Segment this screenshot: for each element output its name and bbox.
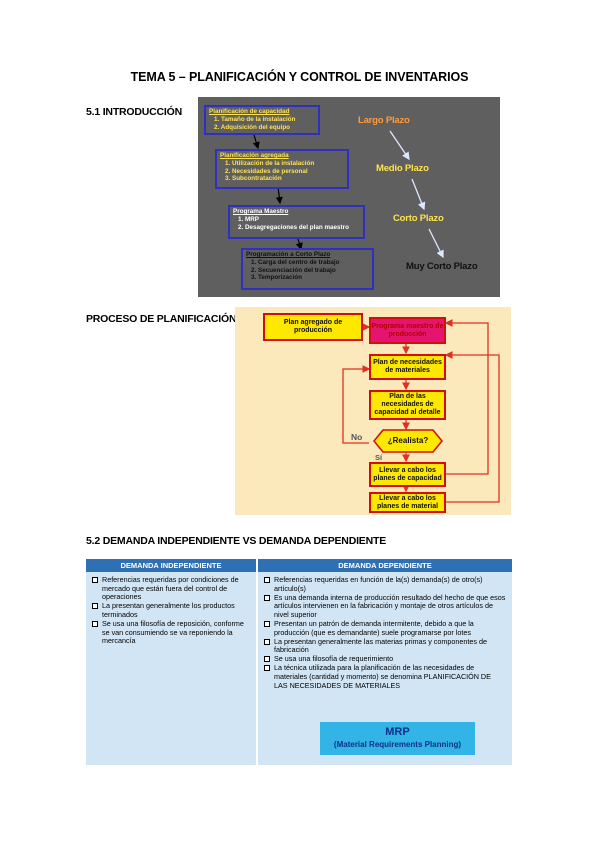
list-item: Es una demanda interna de producción res…	[264, 593, 506, 620]
box4-header: Programación a Corto Plazo	[246, 251, 331, 258]
mrp-subtitle: (Material Requirements Planning)	[333, 740, 462, 749]
checkbox-bullet-icon	[92, 603, 98, 610]
flowchart-arrows	[342, 319, 500, 503]
checkbox-bullet-icon	[92, 577, 98, 583]
list-item: Presentan un patrón de demanda intermite…	[264, 619, 506, 637]
decision-realista: ¿Realista?	[373, 429, 443, 453]
arrow-medio-corto	[411, 178, 426, 211]
box-plan-necesidades-capacidad: Plan de las necesidades de capacidad al …	[369, 390, 446, 420]
checkbox-bullet-icon	[264, 656, 270, 663]
box3-item-1: 1. MRP	[238, 215, 259, 223]
box-plan-agregado: Plan agregado de producción	[263, 313, 363, 341]
box3-header: Programa Maestro	[233, 208, 289, 215]
section-heading-introduccion: 5.1 INTRODUCCIÓN	[86, 106, 182, 118]
horizon-medio-plazo: Medio Plazo	[376, 163, 429, 174]
section-heading-proceso: PROCESO DE PLANIFICACIÓN	[86, 313, 237, 325]
box2-item-3: 3. Subcontratación	[225, 175, 282, 183]
checkbox-bullet-icon	[264, 638, 270, 645]
cell-demanda-independiente: Referencias requeridas por condiciones d…	[86, 572, 256, 765]
checkbox-bullet-icon	[92, 620, 98, 627]
demand-comparison-table: DEMANDA INDEPENDIENTE DEMANDA DEPENDIENT…	[86, 559, 512, 765]
label-no: No	[351, 432, 363, 442]
box1-header: Planificación de capacidad	[209, 108, 290, 115]
header-demanda-independiente: DEMANDA INDEPENDIENTE	[86, 559, 256, 572]
box-programacion-corto-plazo: Programación a Corto Plazo 1. Carga del …	[241, 248, 374, 290]
list-item: Referencias requeridas por condiciones d…	[92, 575, 250, 602]
header-demanda-dependiente: DEMANDA DEPENDIENTE	[258, 559, 512, 572]
mrp-callout: MRP (Material Requirements Planning)	[320, 722, 475, 755]
checkbox-bullet-icon	[264, 620, 270, 627]
horizon-largo-plazo: Largo Plazo	[358, 115, 410, 126]
list-item: La técnica utilizada para la planificaci…	[264, 664, 506, 690]
list-item: Se usa una filosofía de reposición, conf…	[92, 619, 250, 646]
box2-item-1: 1. Utilización de la instalación	[225, 159, 315, 167]
planning-horizon-figure: Planificación de capacidad 1. Tamaño de …	[198, 97, 500, 297]
decision-label: ¿Realista?	[387, 436, 429, 445]
box-llevar-planes-material: Llevar a cabo los planes de material	[369, 492, 446, 513]
checkbox-bullet-icon	[264, 577, 270, 583]
box2-item-2: 2. Necesidades de personal	[225, 167, 308, 175]
box-programa-maestro-produccion: Programa maestro de producción	[369, 317, 446, 344]
list-item: Se usa una filosofía de requerimiento	[264, 655, 506, 664]
arrow-largo-medio	[389, 130, 410, 161]
arrow-box2-box3	[275, 186, 283, 205]
box3-item-2: 2. Desagregaciones del plan maestro	[238, 223, 349, 231]
box1-item-2: 2. Adquisición del equipo	[214, 123, 291, 131]
box-planificacion-agregada: Planificación agregada 1. Utilización de…	[215, 149, 349, 189]
list-item: La presentan generalmente los productos …	[92, 602, 250, 619]
planning-process-flowchart: Plan agregado de producción Programa mae…	[235, 307, 511, 515]
box-programa-maestro: Programa Maestro 1. MRP 2. Desagregacion…	[228, 205, 365, 239]
box4-item-1: 1. Carga del centro de trabajo	[251, 258, 340, 266]
label-si: Sí	[375, 453, 383, 462]
horizon-muy-corto-plazo: Muy Corto Plazo	[406, 261, 478, 272]
checkbox-bullet-icon	[264, 665, 270, 672]
box2-header: Planificación agregada	[220, 152, 289, 159]
document-title: TEMA 5 – PLANIFICACIÓN Y CONTROL DE INVE…	[130, 70, 469, 84]
arrow-corto-muycorto	[428, 228, 444, 259]
box-plan-necesidades-materiales: Plan de necesidades de materiales	[369, 354, 446, 380]
box4-item-2: 2. Secuenciación del trabajo	[251, 266, 336, 274]
arrow-box1-box2	[252, 134, 260, 150]
horizon-corto-plazo: Corto Plazo	[393, 213, 444, 224]
box-planificacion-capacidad: Planificación de capacidad 1. Tamaño de …	[204, 105, 320, 135]
box-llevar-planes-capacidad: Llevar a cabo los planes de capacidad	[369, 462, 446, 487]
arrow-box3-box4	[295, 238, 303, 251]
mrp-title: MRP	[385, 726, 410, 738]
horizon-arrows	[252, 130, 444, 259]
box1-item-1: 1. Tamaño de la instalación	[214, 115, 296, 123]
section-heading-demanda: 5.2 DEMANDA INDEPENDIENTE VS DEMANDA DEP…	[86, 535, 386, 547]
box4-item-3: 3. Temporización	[251, 274, 302, 282]
list-item: Referencias requeridas en función de la(…	[264, 575, 506, 593]
checkbox-bullet-icon	[264, 594, 270, 601]
list-item: La presentan generalmente las materias p…	[264, 637, 506, 655]
